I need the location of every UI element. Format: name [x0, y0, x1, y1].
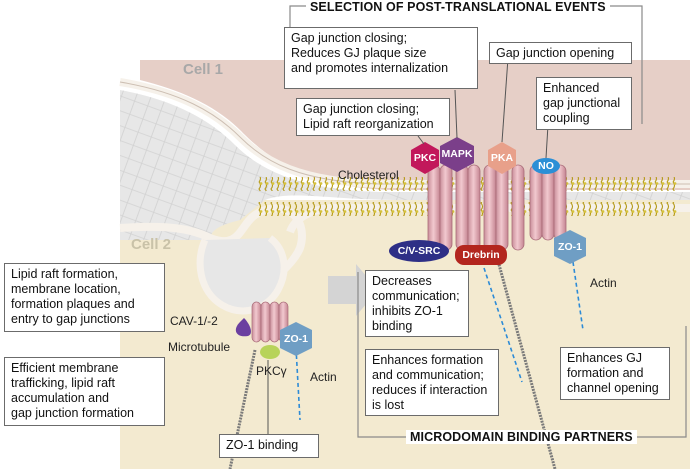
caveola	[196, 235, 288, 315]
pkc-label: PKC	[413, 152, 437, 164]
box-gj-opening: Gap junction opening	[489, 42, 632, 64]
cell2-label: Cell 2	[131, 236, 172, 253]
actin-filament-left	[295, 347, 301, 421]
box-gj-closing-plaque: Gap junction closing; Reduces GJ plaque …	[284, 27, 478, 89]
pkc-gamma-protein	[260, 345, 280, 359]
csrc-label: C/V-SRC	[397, 245, 441, 257]
caveolar-connexon	[251, 301, 289, 343]
microtubule-left	[228, 349, 257, 469]
zo1-right-label: ZO-1	[558, 241, 582, 253]
actin-right-label: Actin	[590, 276, 617, 290]
actin-filament-drebrin	[483, 267, 523, 383]
box-enhances-gj: Enhances GJ formation and channel openin…	[560, 347, 670, 400]
box-enhanced-coupling: Enhanced gap junctional coupling	[536, 77, 632, 130]
box-gj-closing-lipid: Gap junction closing; Lipid raft reorgan…	[296, 98, 450, 136]
box-zo1-binding: ZO-1 binding	[219, 434, 319, 458]
pkcgamma-label: PKCγ	[256, 364, 287, 378]
zo1-left-shape	[280, 322, 312, 356]
connector-mapk	[454, 89, 458, 139]
cav-label: CAV-1/-2	[170, 314, 218, 328]
gap-junction-channels	[427, 164, 567, 251]
pkc-hexagon	[411, 142, 439, 174]
actin-filament-right	[572, 261, 584, 331]
pka-hexagon	[488, 142, 516, 174]
box-decreases-communication: Decreases communication; inhibits ZO-1 b…	[365, 270, 469, 337]
caveolin-protein	[235, 318, 251, 337]
connector-no	[545, 124, 549, 159]
no-label: NO	[538, 160, 554, 172]
pka-label: PKA	[490, 152, 514, 164]
drebrin-shape	[455, 245, 507, 265]
cholesterol-label: Cholesterol	[338, 168, 399, 182]
csrc-oval	[389, 240, 449, 262]
box-enhances-formation: Enhances formation and communication; re…	[365, 349, 499, 416]
microtubule-label: Microtubule	[168, 340, 231, 354]
box-efficient-trafficking: Efficient membrane trafficking, lipid ra…	[4, 357, 165, 426]
mapk-label: MAPK	[441, 148, 473, 160]
mapk-hexagon	[440, 137, 474, 172]
no-oval	[532, 158, 560, 174]
connector-pka	[501, 57, 509, 143]
bottom-header: MICRODOMAIN BINDING PARTNERS	[406, 430, 637, 444]
box-lipid-raft-formation: Lipid raft formation, membrane location,…	[4, 263, 165, 332]
actin-left-label: Actin	[310, 370, 337, 384]
drebrin-label: Drebrin	[462, 249, 500, 261]
zo1-right-shape	[554, 230, 586, 264]
top-header: SELECTION OF POST-TRANSLATIONAL EVENTS	[306, 0, 610, 14]
cell1-label: Cell 1	[183, 61, 224, 78]
zo1-left-label: ZO-1	[284, 333, 308, 345]
connector-pkc	[417, 135, 425, 145]
